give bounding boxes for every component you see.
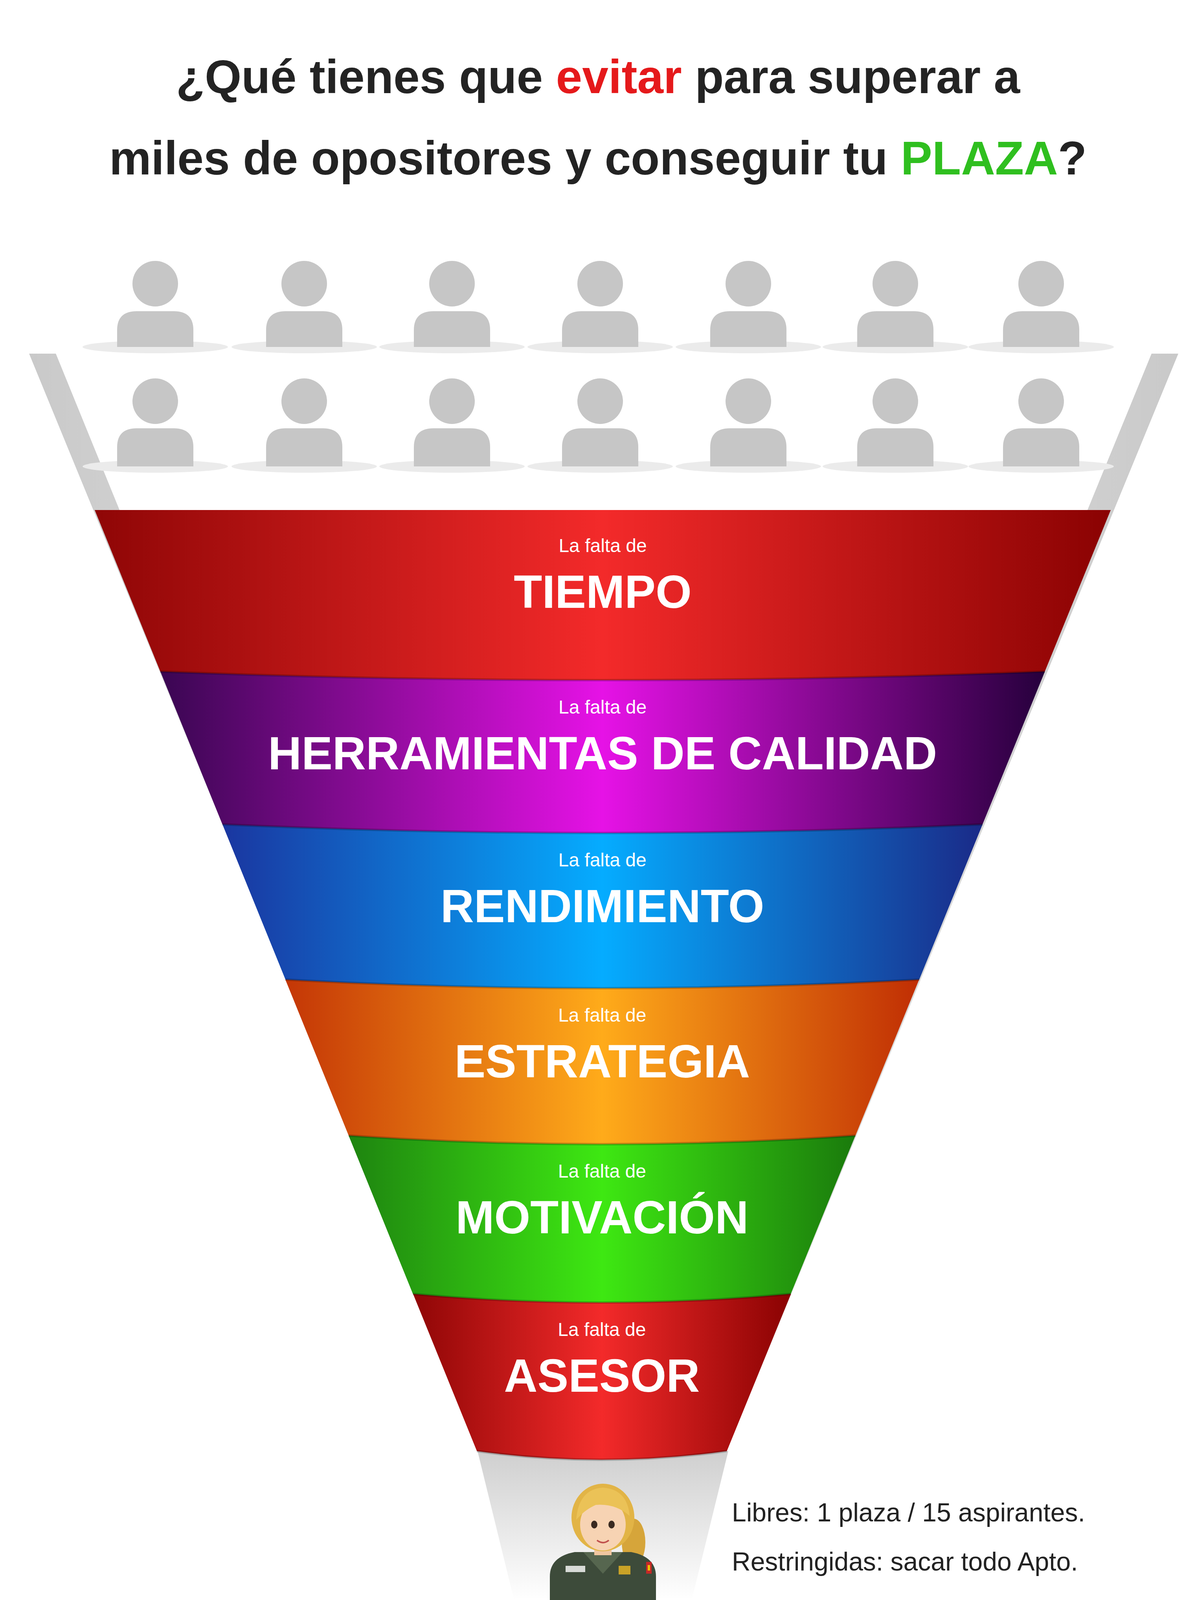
band-label: HERRAMIENTAS DE CALIDAD [268,726,937,781]
avatar-collar [583,1552,623,1575]
person-head [429,260,475,307]
funnel-band: La falta de HERRAMIENTAS DE CALIDAD [160,671,1046,834]
person-head [1018,260,1064,307]
person-body [1003,428,1080,467]
person-head [725,378,772,425]
band-subtitle: La falta de [558,1004,647,1027]
band-text-box: La falta de ESTRATEGIA [285,979,920,1089]
band-fill [160,671,1046,834]
person-body [413,311,491,348]
person-head [132,378,179,425]
person-body [117,428,194,467]
person-body [266,428,343,467]
band-text-box: La falta de RENDIMIENTO [222,824,983,934]
band-text-box: La falta de HERRAMIENTAS DE CALIDAD [160,671,1046,781]
person-body [413,428,491,467]
avatar-eye [591,1521,598,1529]
band-fill [413,1294,792,1461]
band-label: MOTIVACIÓN [455,1190,749,1245]
person-body [1003,311,1080,348]
funnel-inside [54,349,1154,515]
funnel-spout [477,1451,729,1600]
note-text: Libres: 1 plaza / 15 aspirantes. [731,1497,1086,1529]
funnel-rim [29,353,1179,1452]
title-highlight: evitar [556,50,682,103]
person-head [577,378,623,425]
band-label: RENDIMIENTO [440,879,765,934]
person-head [872,378,919,425]
person-head [872,260,919,307]
band-fill [94,510,1111,681]
person-body [710,428,787,467]
person-head [725,260,772,307]
band-subtitle: La falta de [558,848,647,872]
title: ¿Qué tienes que evitar para superar a mi… [0,36,1196,199]
title-highlight: PLAZA [900,131,1059,185]
person-body [266,311,343,348]
band-label: ASESOR [503,1349,700,1403]
avatar-fringe [576,1488,630,1521]
avatar-badge [618,1566,631,1575]
band-subtitle: La falta de [557,1318,646,1342]
band-text-box: La falta de MOTIVACIÓN [348,1135,856,1245]
person-head [1018,378,1064,425]
avatar-uniform [549,1552,656,1600]
band-subtitle: La falta de [558,696,647,719]
band-fill [285,979,920,1145]
band-subtitle: La falta de [558,534,647,558]
person-body [562,311,639,348]
avatar-flag [646,1562,652,1575]
band-subtitle: La falta de [558,1160,647,1184]
person-body [857,428,934,467]
person-body [710,311,787,348]
person-head [429,378,475,425]
funnel-band: La falta de TIEMPO [94,510,1111,681]
person-head [281,378,328,425]
avatar-hair [571,1484,635,1552]
avatar-flag [647,1565,651,1571]
person-head [132,260,179,307]
band-label: TIEMPO [513,565,692,619]
guard-avatar [549,1484,656,1600]
note-text: Restringidas: sacar todo Apto. [731,1546,1079,1578]
person-body [117,311,194,348]
band-label: ESTRATEGIA [454,1034,750,1089]
avatar-eye [608,1521,615,1529]
avatar-name-tag [565,1566,586,1573]
funnel-band: La falta de ASESOR [413,1294,792,1461]
person-body [562,428,639,467]
band-rim [476,1451,727,1461]
band-text-box: La falta de TIEMPO [94,510,1111,619]
band-fill [222,824,983,989]
avatar-mouth [597,1540,609,1544]
person-head [281,260,328,307]
band-fill [348,1135,856,1303]
funnel-band: La falta de MOTIVACIÓN [348,1135,856,1303]
person-head [577,260,623,307]
band-text-box: La falta de ASESOR [413,1294,792,1403]
person-body [857,311,934,348]
funnel-band: La falta de ESTRATEGIA [285,979,920,1145]
funnel-band: La falta de RENDIMIENTO [222,824,983,989]
